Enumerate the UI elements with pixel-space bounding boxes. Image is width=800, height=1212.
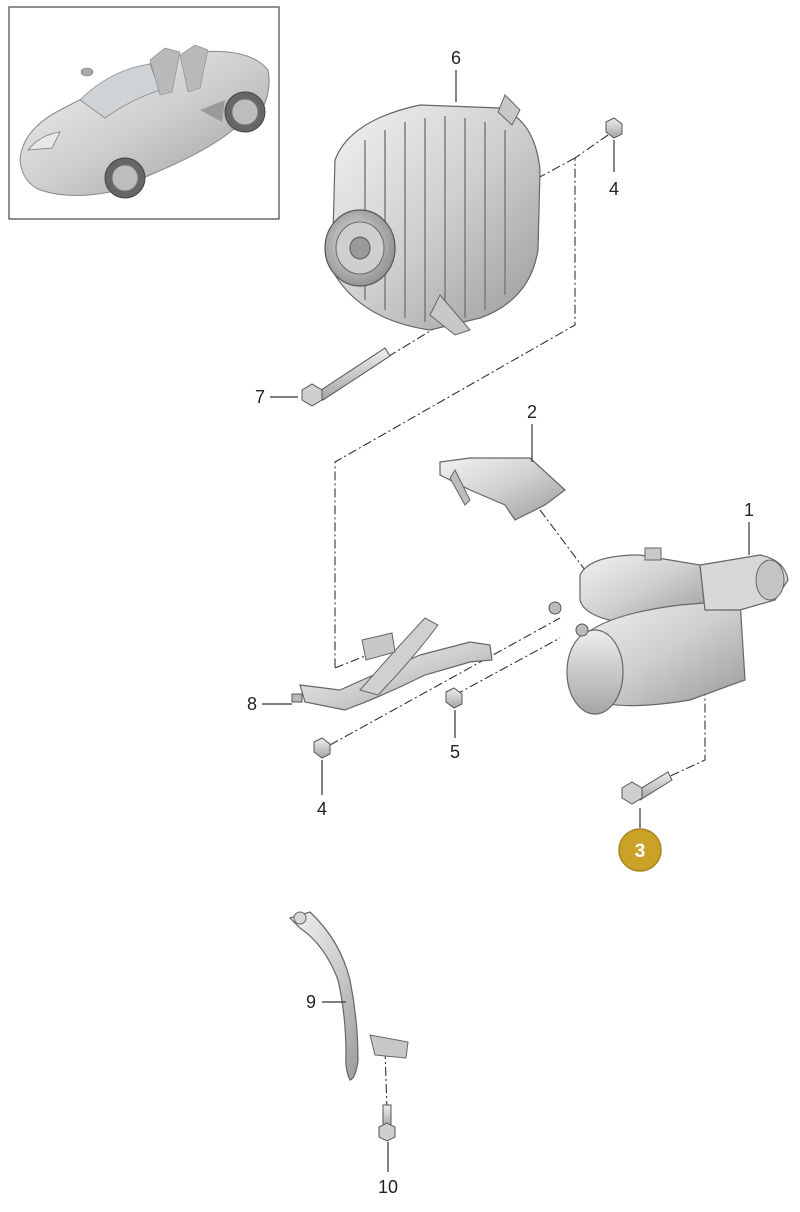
bolt-part-7 — [301, 347, 391, 407]
callout-3: 3 — [635, 841, 646, 862]
callout-4-lower[interactable]: 4 — [317, 799, 327, 819]
bracket-part — [291, 617, 493, 711]
callout-6[interactable]: 6 — [451, 48, 461, 68]
callout-10[interactable]: 10 — [378, 1177, 398, 1197]
heat-shield-part — [439, 457, 566, 521]
callout-4-top[interactable]: 4 — [609, 179, 619, 199]
callout-1[interactable]: 1 — [744, 500, 754, 520]
ground-cable-part — [288, 911, 409, 1081]
car-icon — [19, 44, 270, 199]
callout-2[interactable]: 2 — [527, 402, 537, 422]
alternator-part — [324, 94, 541, 336]
nut-part-lower — [313, 737, 331, 759]
bolt-part-10 — [378, 1104, 396, 1142]
starter-motor-part — [548, 547, 789, 715]
nut-part-5 — [445, 687, 463, 709]
vehicle-inset — [8, 6, 280, 220]
callout-3-highlight[interactable]: 3 — [618, 828, 662, 872]
callout-7[interactable]: 7 — [255, 387, 265, 407]
nut-part-top — [605, 117, 623, 139]
callout-9[interactable]: 9 — [306, 992, 316, 1012]
callout-badge — [618, 828, 662, 872]
callouts: 1 2 3 4 4 5 6 7 8 9 10 — [247, 48, 754, 1197]
callout-8[interactable]: 8 — [247, 694, 257, 714]
callout-leaders — [262, 70, 750, 1172]
bolt-part-3 — [621, 771, 673, 805]
callout-5[interactable]: 5 — [450, 742, 460, 762]
